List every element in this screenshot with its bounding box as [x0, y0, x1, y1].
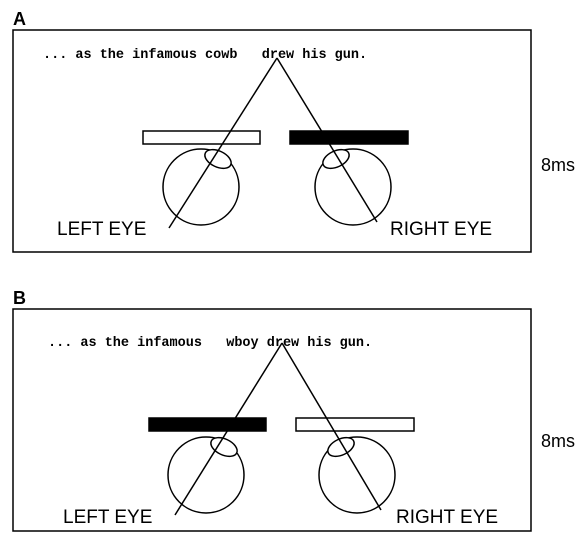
panel-b-timing: 8ms: [541, 431, 575, 451]
panel-a-left-shutter: [143, 131, 260, 144]
panel-a-right-eye-label: RIGHT EYE: [390, 219, 492, 240]
panel-b-left-eye: [168, 434, 244, 513]
panel-a-sentence: ... as the infamous cowb drew his gun.: [43, 48, 367, 63]
panel-a-right-shutter: [290, 131, 408, 144]
panel-b-letter: B: [13, 288, 26, 308]
panel-a: A ... as the infamous cowb drew his gun.…: [13, 9, 575, 252]
panel-a-letter: A: [13, 9, 26, 29]
panel-a-timing: 8ms: [541, 155, 575, 175]
panel-b-right-shutter: [296, 418, 414, 431]
panel-a-right-eye: [315, 146, 391, 225]
panel-a-left-eye-label: LEFT EYE: [57, 219, 146, 240]
panel-b-left-shutter: [149, 418, 266, 431]
panel-a-left-eye: [163, 146, 239, 225]
panel-b-right-eye-label: RIGHT EYE: [396, 507, 498, 528]
panel-b: B ... as the infamous wboy drew his gun.…: [13, 288, 575, 531]
panel-b-sentence: ... as the infamous wboy drew his gun.: [48, 336, 372, 351]
panel-b-left-eye-label: LEFT EYE: [63, 507, 152, 528]
panel-b-right-eye: [319, 434, 395, 513]
